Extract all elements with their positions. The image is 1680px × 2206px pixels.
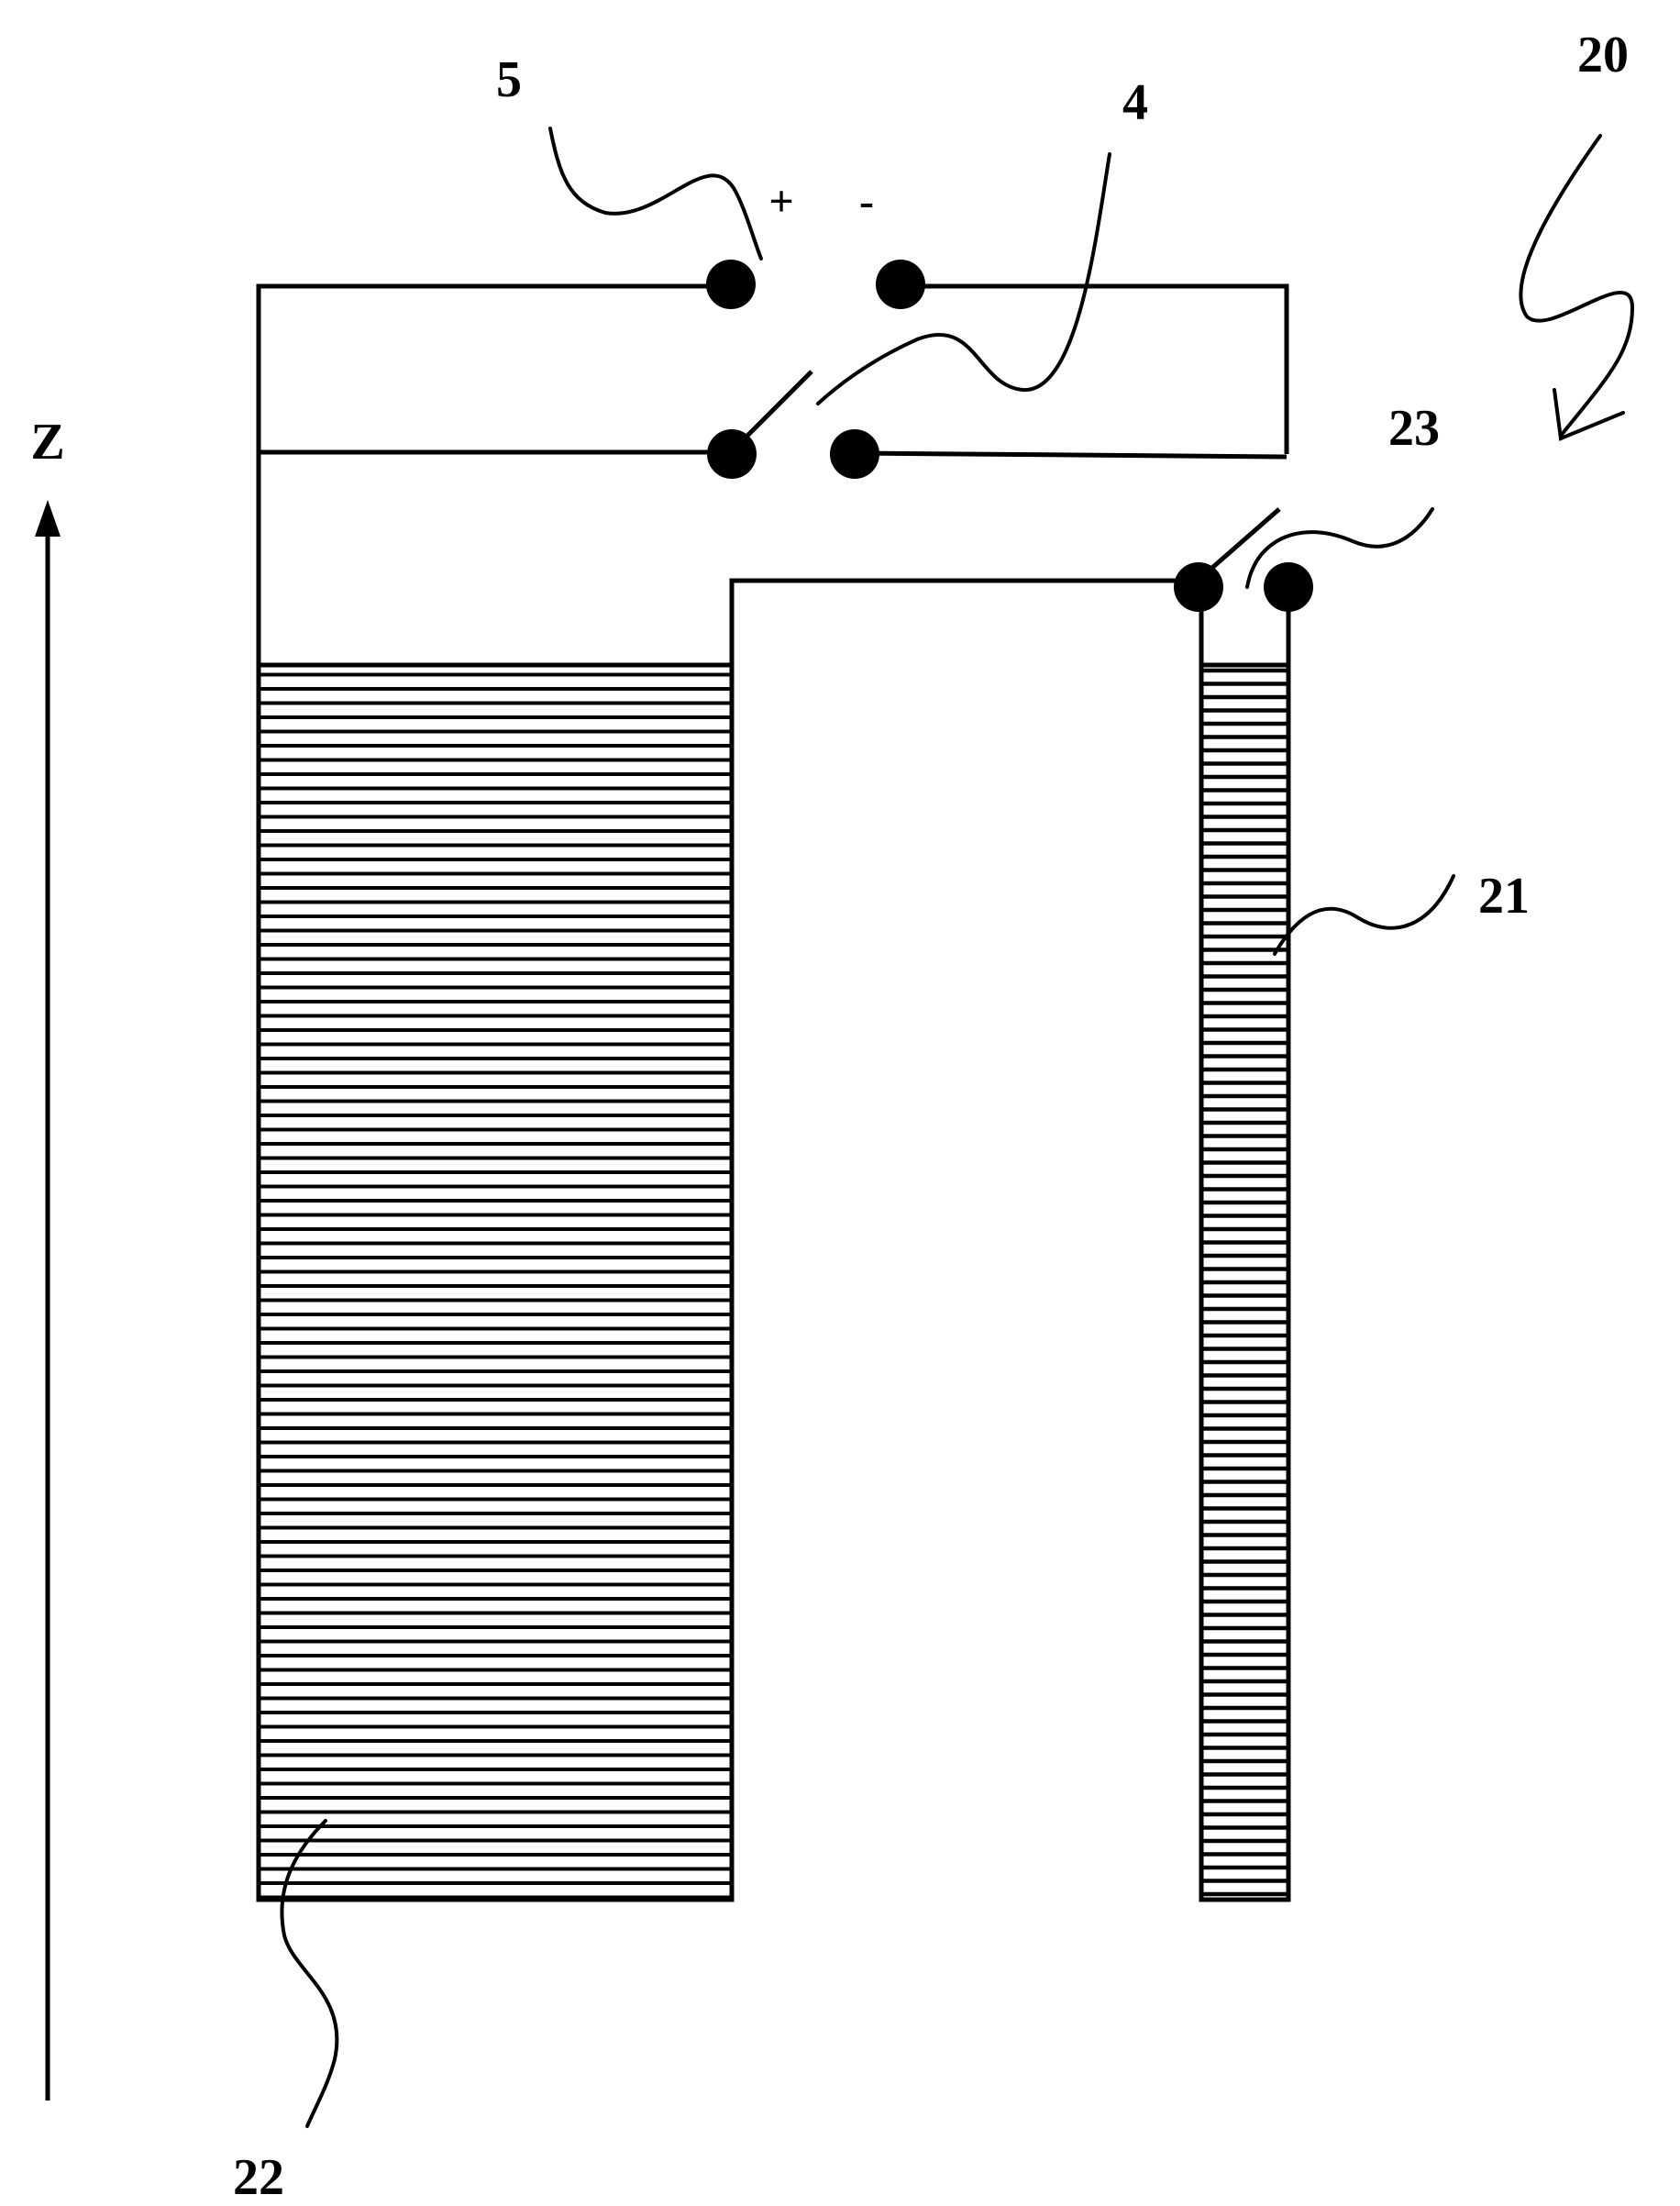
polarity-plus: + <box>768 177 793 226</box>
coil-22 <box>259 665 732 1900</box>
callout-5: 5 <box>496 51 761 259</box>
ref-label-23: 23 <box>1388 400 1440 457</box>
polarity-minus: - <box>859 177 874 226</box>
leader-line-21 <box>1275 876 1453 954</box>
switch-4-line <box>259 371 1287 479</box>
callout-4: 4 <box>818 74 1148 404</box>
callout-23: 23 <box>1247 400 1440 587</box>
z-axis-arrowhead <box>35 500 61 537</box>
z-axis-label: Z <box>30 414 64 471</box>
switch-23-blade <box>1206 509 1279 573</box>
switch-23-line <box>732 509 1313 665</box>
switch-23-contact-right <box>1264 562 1313 612</box>
callout-21: 21 <box>1275 868 1530 954</box>
callout-20: 20 <box>1520 27 1632 438</box>
ref-label-21: 21 <box>1478 868 1530 925</box>
ref-label-22: 22 <box>233 2149 284 2206</box>
ref-label-20: 20 <box>1577 27 1629 83</box>
ref-label-5: 5 <box>496 51 522 108</box>
coil-21-body <box>1201 665 1288 1900</box>
source-terminal-positive <box>706 260 756 309</box>
coil-22-body <box>259 665 732 1900</box>
switch-4-blade <box>743 371 812 440</box>
ref-label-4: 4 <box>1122 74 1148 131</box>
leader-line-5 <box>550 128 761 259</box>
switch-4-contact-right <box>830 429 879 479</box>
z-axis: Z <box>30 414 64 2101</box>
source-terminal-negative <box>876 260 925 309</box>
coil-21 <box>1201 665 1288 1900</box>
leader-arrow-20 <box>1520 136 1632 436</box>
switch-23-contact-left <box>1174 562 1223 612</box>
